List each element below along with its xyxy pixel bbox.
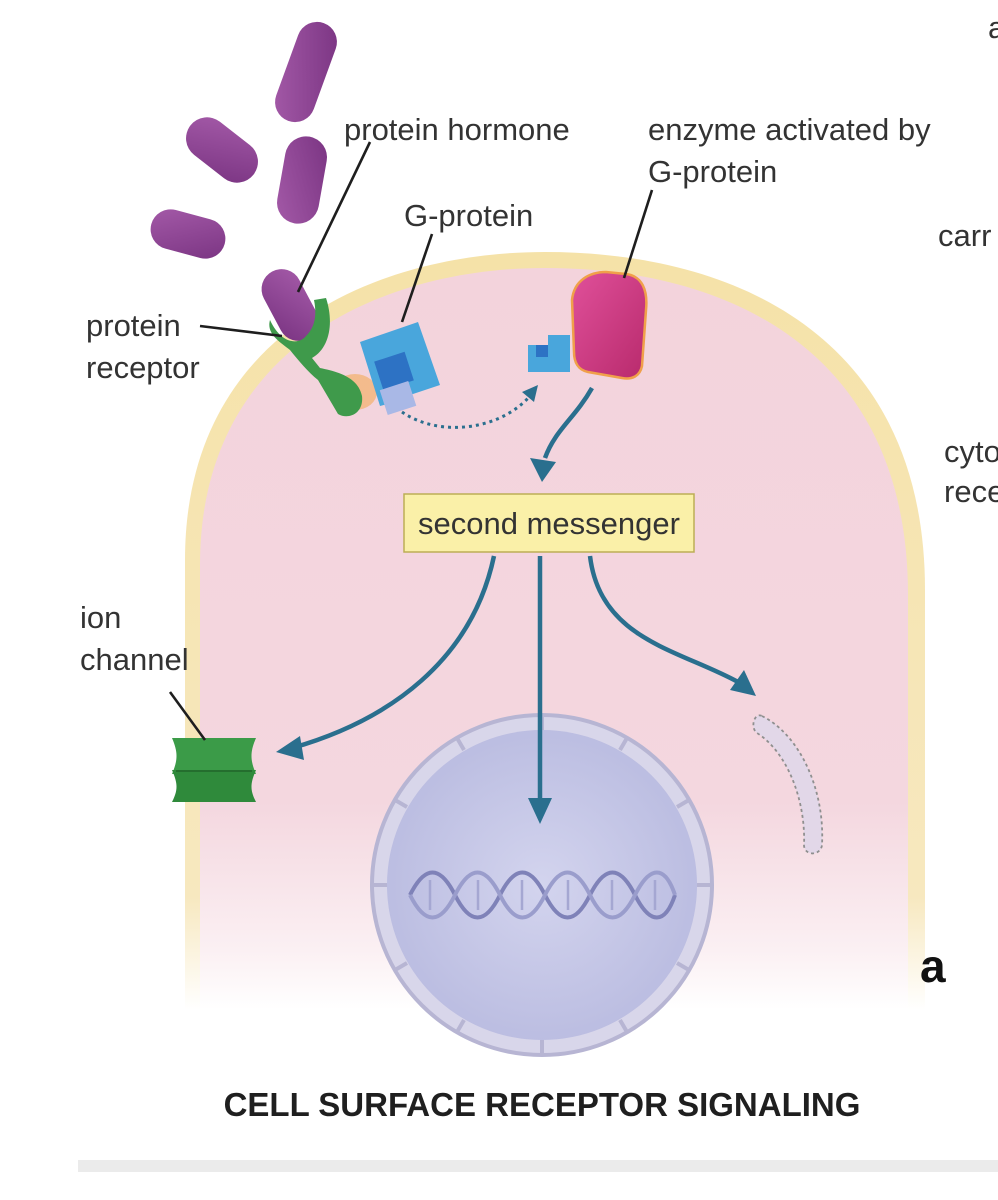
- g-protein-activation-arrowhead: [522, 385, 538, 402]
- nucleus: [370, 713, 714, 1057]
- diagram-title: CELL SURFACE RECEPTOR SIGNALING: [224, 1086, 861, 1123]
- messenger-to-organelle-arrow: [587, 555, 740, 684]
- enzyme: [570, 270, 648, 380]
- second-messenger-label: second messenger: [418, 506, 680, 541]
- partial-label-cytoplasmic-line2: rece: [944, 474, 998, 509]
- protein-hormone-pointer: [296, 141, 372, 293]
- g-protein-activation-arrow: [401, 395, 532, 429]
- cytoplasm: [200, 268, 908, 1010]
- dna-helix: [408, 870, 677, 920]
- partial-label-top-right: a: [988, 10, 998, 45]
- protein-receptor: [269, 298, 377, 417]
- nuclear-pore-marks: [372, 715, 712, 1055]
- hormone-molecule: [277, 136, 327, 224]
- protein-receptor-label-line1: protein: [86, 308, 181, 343]
- enzyme-label-line2: G-protein: [648, 154, 777, 189]
- organelle: [752, 714, 824, 855]
- enzyme-to-messenger-arrowhead: [530, 458, 556, 482]
- ion-channel-pointer: [168, 691, 207, 741]
- partial-label-cytoplasmic-line1: cyto: [944, 434, 998, 469]
- g-protein: [360, 322, 440, 415]
- enzyme-label-line1: enzyme activated by: [648, 112, 931, 147]
- messenger-to-ion-channel-arrowhead: [276, 736, 304, 760]
- protein-receptor-label-line2: receptor: [86, 350, 200, 385]
- hormone-molecule: [150, 209, 226, 259]
- hormone-molecule: [186, 117, 258, 183]
- second-messenger-box: second messenger: [403, 493, 695, 553]
- protein-hormones: [150, 21, 337, 341]
- enzyme-pointer: [622, 189, 654, 279]
- ion-channel-label-line1: ion: [80, 600, 121, 635]
- g-protein-label: G-protein: [404, 198, 533, 233]
- hormone-molecule: [275, 21, 337, 123]
- partial-label-carrier: carr: [938, 218, 991, 253]
- g-protein-alpha-subunit: [528, 335, 570, 372]
- g-protein-pointer: [400, 233, 434, 323]
- ion-channel: [172, 738, 256, 802]
- protein-receptor-pointer: [199, 324, 283, 338]
- ion-channel-label-line2: channel: [80, 642, 189, 677]
- messenger-to-organelle-arrowhead: [730, 670, 756, 696]
- protein-hormone-label: protein hormone: [344, 112, 570, 147]
- messenger-to-ion-channel-arrow: [291, 555, 497, 751]
- messenger-to-nucleus-arrowhead: [528, 798, 552, 824]
- hormone-molecule-bound: [261, 269, 319, 341]
- panel-letter: a: [920, 940, 946, 992]
- enzyme-to-messenger-arrow: [542, 386, 594, 459]
- bottom-strip: [78, 1160, 998, 1172]
